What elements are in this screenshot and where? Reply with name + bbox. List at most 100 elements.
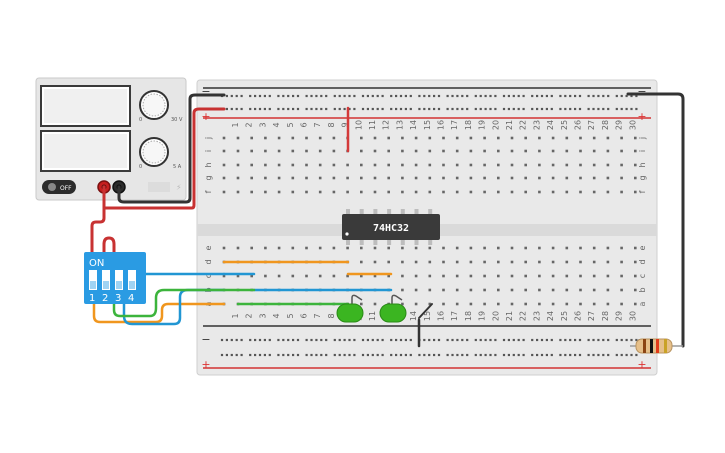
rail-hole[interactable] — [353, 94, 356, 98]
board-hole[interactable] — [236, 190, 240, 194]
rail-hole[interactable] — [418, 94, 421, 98]
board-hole[interactable] — [606, 149, 610, 153]
rail-hole[interactable] — [418, 107, 421, 111]
board-hole[interactable] — [497, 274, 500, 278]
rail-hole[interactable] — [310, 338, 313, 342]
rail-hole[interactable] — [494, 353, 497, 357]
rail-hole[interactable] — [569, 353, 572, 357]
rail-hole[interactable] — [531, 94, 534, 98]
board-hole[interactable] — [442, 176, 445, 180]
board-hole[interactable] — [483, 163, 486, 167]
rail-hole[interactable] — [625, 353, 628, 357]
rail-hole[interactable] — [569, 94, 572, 98]
board-hole[interactable] — [291, 274, 295, 278]
rail-hole[interactable] — [479, 338, 482, 342]
board-hole[interactable] — [524, 163, 527, 167]
board-hole[interactable] — [332, 136, 336, 140]
dip-toggle[interactable] — [89, 270, 97, 290]
board-hole[interactable] — [565, 190, 569, 194]
rail-hole[interactable] — [263, 94, 266, 98]
led-1[interactable] — [336, 294, 364, 323]
rail-hole[interactable] — [484, 94, 487, 98]
off-button[interactable]: OFF — [42, 180, 76, 194]
rail-hole[interactable] — [620, 353, 623, 357]
board-hole[interactable] — [620, 288, 623, 292]
board-hole[interactable] — [387, 274, 390, 278]
board-hole[interactable] — [606, 246, 610, 250]
board-hole[interactable] — [634, 136, 637, 140]
board-hole[interactable] — [414, 302, 418, 306]
board-hole[interactable] — [428, 149, 432, 153]
board-hole[interactable] — [579, 176, 582, 180]
board-hole[interactable] — [414, 163, 418, 167]
rail-hole[interactable] — [390, 94, 393, 98]
rail-hole[interactable] — [531, 107, 534, 111]
board-hole[interactable] — [346, 176, 349, 180]
rail-hole[interactable] — [348, 338, 351, 342]
board-hole[interactable] — [414, 260, 418, 264]
wires[interactable] — [90, 92, 685, 348]
dip-switch[interactable]: ON 1 2 3 4 — [84, 252, 146, 304]
board-hole[interactable] — [442, 302, 445, 306]
rail-hole[interactable] — [545, 338, 548, 342]
rail-hole[interactable] — [615, 107, 618, 111]
board-hole[interactable] — [455, 136, 459, 140]
board-hole[interactable] — [401, 288, 404, 292]
board-hole[interactable] — [332, 176, 336, 180]
rail-hole[interactable] — [540, 107, 544, 111]
rail-hole[interactable] — [418, 353, 421, 357]
rail-hole[interactable] — [587, 353, 590, 357]
rail-hole[interactable] — [502, 107, 506, 111]
rail-hole[interactable] — [423, 353, 426, 357]
board-hole[interactable] — [414, 246, 418, 250]
rail-hole[interactable] — [423, 107, 426, 111]
rail-hole[interactable] — [258, 94, 262, 98]
rail-hole[interactable] — [536, 353, 539, 357]
rail-hole[interactable] — [395, 338, 398, 342]
rail-hole[interactable] — [446, 107, 449, 111]
board-hole[interactable] — [428, 288, 432, 292]
board-hole[interactable] — [592, 274, 596, 278]
rail-hole[interactable] — [630, 353, 633, 357]
board-hole[interactable] — [401, 163, 404, 167]
rail-hole[interactable] — [296, 107, 300, 111]
rail-hole[interactable] — [522, 353, 525, 357]
rail-hole[interactable] — [395, 107, 398, 111]
rail-hole[interactable] — [635, 94, 638, 98]
rail-hole[interactable] — [540, 94, 544, 98]
rail-hole[interactable] — [343, 107, 346, 111]
board-hole[interactable] — [634, 176, 637, 180]
rail-hole[interactable] — [409, 353, 412, 357]
rail-hole[interactable] — [479, 353, 482, 357]
board-hole[interactable] — [250, 136, 253, 140]
rail-hole[interactable] — [502, 353, 506, 357]
rail-hole[interactable] — [333, 338, 336, 342]
board-hole[interactable] — [497, 302, 500, 306]
rail-hole[interactable] — [494, 338, 497, 342]
rail-hole[interactable] — [381, 107, 384, 111]
board-hole[interactable] — [414, 136, 418, 140]
rail-hole[interactable] — [602, 338, 605, 342]
board-hole[interactable] — [483, 246, 486, 250]
rail-hole[interactable] — [451, 338, 454, 342]
rail-hole[interactable] — [479, 94, 482, 98]
board-hole[interactable] — [538, 302, 541, 306]
rail-hole[interactable] — [507, 107, 510, 111]
board-hole[interactable] — [551, 288, 555, 292]
board-hole[interactable] — [318, 246, 322, 250]
board-hole[interactable] — [373, 176, 377, 180]
board-hole[interactable] — [551, 163, 555, 167]
rail-hole[interactable] — [578, 353, 582, 357]
board-hole[interactable] — [401, 176, 404, 180]
power-supply[interactable]: 30 V 0 5 A 0 OFF ⚡ — [35, 77, 187, 201]
board-hole[interactable] — [565, 136, 569, 140]
board-hole[interactable] — [277, 149, 281, 153]
board-hole[interactable] — [264, 246, 267, 250]
rail-hole[interactable] — [296, 338, 300, 342]
rail-hole[interactable] — [512, 338, 515, 342]
rail-hole[interactable] — [456, 338, 459, 342]
board-hole[interactable] — [524, 288, 527, 292]
board-hole[interactable] — [634, 288, 637, 292]
board-hole[interactable] — [442, 288, 445, 292]
board-hole[interactable] — [469, 136, 473, 140]
